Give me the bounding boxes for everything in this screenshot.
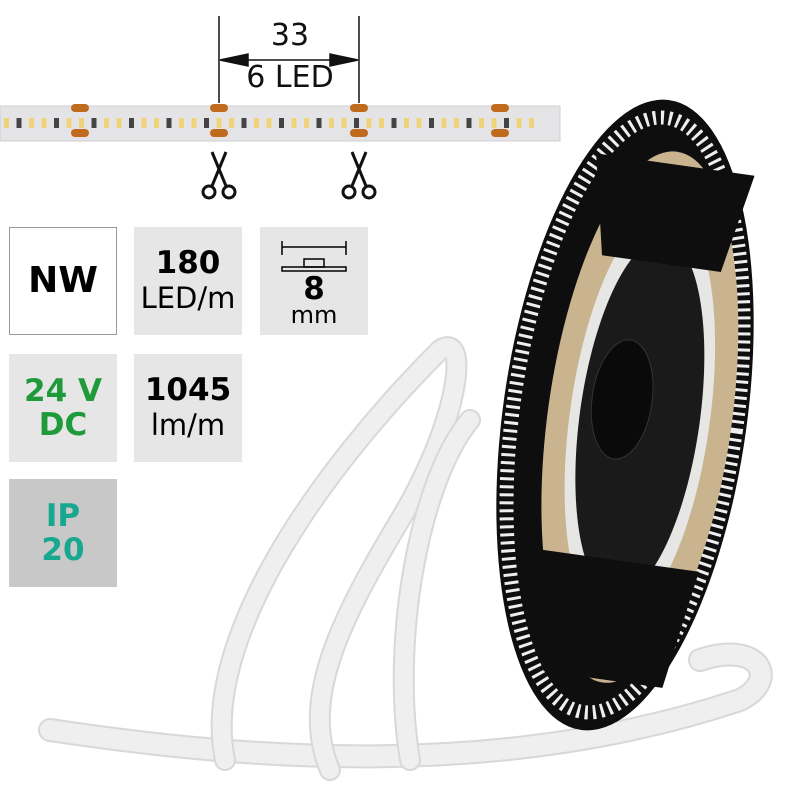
width-badge: 8 mm [260,227,368,335]
led-chip [204,118,209,128]
solder-pad [210,129,228,137]
width-value: 8 [303,271,325,307]
dimension-marker [218,16,360,103]
led-chip [254,118,259,128]
led-density-unit: LED/m [140,281,236,315]
led-chip [441,118,447,128]
led-chip [241,118,247,128]
led-chip [379,118,384,128]
width-unit: mm [290,301,338,329]
dimension-segment: 6 LED [246,60,334,95]
led-strip-loops [38,336,773,781]
voltage-value: 24 V [24,373,102,409]
led-strip-straight [0,104,561,142]
led-chip [4,118,9,128]
voltage-badge: 24 V DC [9,354,117,462]
led-chip [279,118,284,128]
solder-pad [491,129,509,137]
led-density-badge: 180 LED/m [134,227,242,335]
solder-pad [71,129,89,137]
led-chip [366,118,372,128]
led-chip [29,118,34,128]
reel [496,99,755,731]
led-chip [391,118,397,128]
led-chip [66,118,72,128]
led-chip [266,118,272,128]
led-chip [229,118,234,128]
led-chip [304,118,309,128]
led-density-value: 180 [155,245,221,281]
flux-unit: lm/m [150,408,226,442]
led-chip [354,118,359,128]
led-chip [316,118,322,128]
color-temp: NW [28,260,98,301]
width-dimension-icon [281,241,347,272]
led-chip [191,118,197,128]
led-chip [479,118,484,128]
led-chip [404,118,409,128]
led-chip [216,118,222,128]
led-chip [41,118,47,128]
led-chip [504,118,509,128]
solder-pad [210,104,228,112]
led-chip [91,118,97,128]
led-chip [16,118,22,128]
scissors-icon [341,151,377,200]
flux-value: 1045 [144,372,232,408]
led-chip [454,118,459,128]
color-temp-badge: NW [9,227,117,335]
led-chip [429,118,434,128]
led-chip [466,118,472,128]
scissors-icon [201,151,237,200]
ip-label: IP [45,498,81,534]
led-chip [179,118,184,128]
ip-rating-badge: IP 20 [9,479,117,587]
solder-pad [491,104,509,112]
led-chip [104,118,109,128]
solder-pad [71,104,89,112]
led-chip [116,118,122,128]
led-chip [79,118,84,128]
luminous-flux-badge: 1045 lm/m [134,354,242,462]
led-chip [329,118,334,128]
ip-value: 20 [41,532,85,568]
led-chip [516,118,522,128]
solder-pad [350,129,368,137]
led-chip [54,118,59,128]
led-chip [291,118,297,128]
led-chip [529,118,534,128]
led-chip [129,118,134,128]
voltage-type: DC [38,407,88,443]
led-chip [166,118,172,128]
solder-pad [350,104,368,112]
dimension-length: 33 [270,18,310,53]
led-chip [491,118,497,128]
led-chip [341,118,347,128]
led-chip [416,118,422,128]
led-chip [141,118,147,128]
led-chip [154,118,159,128]
